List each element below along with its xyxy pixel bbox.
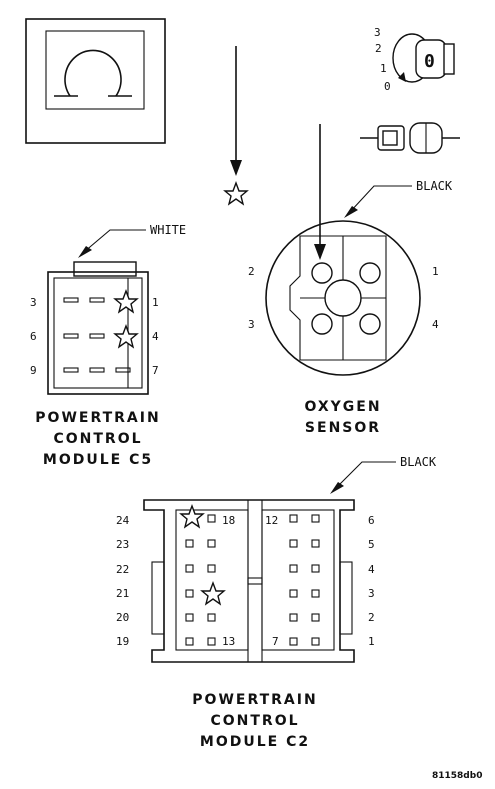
probe-arrow-oxygen-sensor xyxy=(314,124,326,260)
pcm-c5-connector: WHITE 3 1 6 4 9 7 POWERTRAIN CONTROL MOD… xyxy=(30,223,186,468)
o2-pin-4: 4 xyxy=(432,318,439,331)
c5-pin-7: 7 xyxy=(152,364,159,377)
c2-color-callout: BLACK xyxy=(400,455,437,469)
ignition-key-label: 0 xyxy=(424,51,435,72)
c5-pin-6: 6 xyxy=(30,330,37,343)
ignition-position-3: 3 xyxy=(374,26,381,39)
connector-plug-icon xyxy=(360,122,460,154)
o2-pin-3: 3 xyxy=(248,318,255,331)
ignition-key-icon: 3 2 1 0 0 xyxy=(374,26,455,93)
o2-pin-1: 1 xyxy=(432,265,439,278)
c2-pin-21: 21 xyxy=(116,587,129,600)
c5-title-line-2: CONTROL xyxy=(53,431,142,447)
figure-reference: 81158db0 xyxy=(432,771,482,781)
c2-pin-23: 23 xyxy=(116,538,129,551)
o2-color-callout: BLACK xyxy=(416,179,453,193)
c2-pin-19: 19 xyxy=(116,635,129,648)
c5-title-line-1: POWERTRAIN xyxy=(35,410,160,426)
probe-arrow-top xyxy=(230,46,242,176)
c2-pin-20: 20 xyxy=(116,611,129,624)
star-marker xyxy=(223,181,249,206)
c2-pin-6: 6 xyxy=(368,514,375,527)
o2-pin-2: 2 xyxy=(248,265,255,278)
c2-pin-2: 2 xyxy=(368,611,375,624)
o2-title-line-1: OXYGEN xyxy=(304,399,381,415)
ignition-position-1: 1 xyxy=(380,62,387,75)
c2-pin-3: 3 xyxy=(368,587,375,600)
ohmmeter-symbol xyxy=(25,18,166,144)
oxygen-sensor-connector: BLACK 2 1 3 4 OXYGEN SENSOR xyxy=(248,179,453,436)
c2-pin-12: 12 xyxy=(265,514,278,527)
c2-pin-13: 13 xyxy=(222,635,235,648)
c2-title-line-3: MODULE C2 xyxy=(200,734,310,750)
c5-color-callout: WHITE xyxy=(150,223,186,237)
c2-title-line-2: CONTROL xyxy=(210,713,299,729)
c2-pin-24: 24 xyxy=(116,514,130,527)
c2-pin-18: 18 xyxy=(222,514,235,527)
c2-pin-22: 22 xyxy=(116,563,129,576)
c5-pin-9: 9 xyxy=(30,364,37,377)
ignition-position-2: 2 xyxy=(375,42,382,55)
c5-pin-3: 3 xyxy=(30,296,37,309)
pcm-c2-connector: BLACK 24 18 12 6 23 5 22 4 xyxy=(116,455,437,750)
c2-title-line-1: POWERTRAIN xyxy=(192,692,317,708)
c2-pin-1: 1 xyxy=(368,635,375,648)
c5-title-line-3: MODULE C5 xyxy=(43,452,153,468)
c5-pin-4: 4 xyxy=(152,330,159,343)
c2-pin-4: 4 xyxy=(368,563,375,576)
c2-pin-5: 5 xyxy=(368,538,375,551)
ignition-position-0: 0 xyxy=(384,80,391,93)
c2-pin-7: 7 xyxy=(272,635,279,648)
o2-title-line-2: SENSOR xyxy=(305,420,381,436)
c5-pin-1: 1 xyxy=(152,296,159,309)
